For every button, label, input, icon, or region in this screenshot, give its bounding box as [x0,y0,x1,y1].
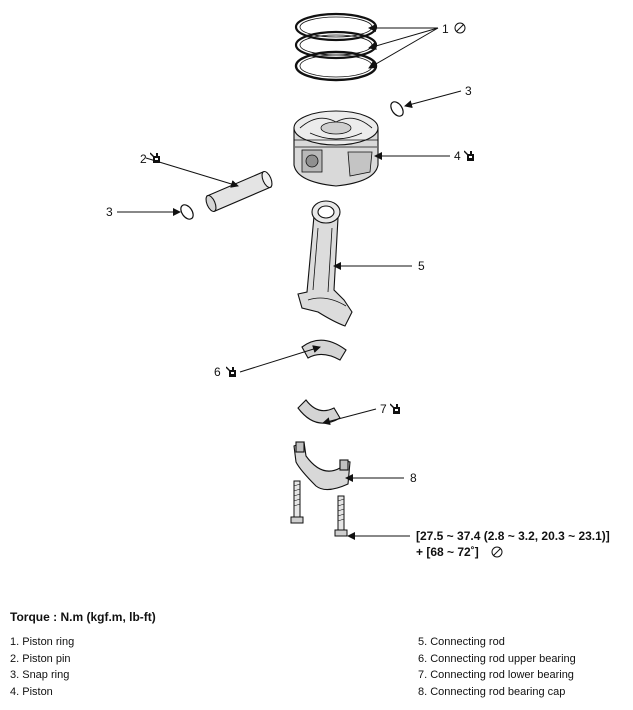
legend-item: 5. Connecting rod [418,636,505,648]
legend-item: 3. Snap ring [10,669,70,681]
piston-rings [294,12,378,82]
piston [293,110,379,187]
callout-6: 6 [214,365,221,379]
legend-item: 2. Piston pin [10,652,71,665]
callout-8: 8 [410,471,417,485]
oil-can-icon [226,366,237,378]
torque-spec-line2: + [68 ~ 72˚] [416,545,479,559]
legend-item: 1. Piston ring [10,636,75,648]
piston-pin [205,170,273,213]
callout-3-left: 3 [106,205,113,219]
upper-bearing [301,339,347,361]
bearing-cap-bolts [290,480,348,537]
callout-1: 1 [442,22,449,36]
bearing-cap [293,441,351,491]
torque-title: Torque : N.m (kgf.m, lb-ft) [10,610,156,624]
oil-can-icon [390,403,401,415]
callout-4: 4 [454,149,461,163]
legend-item: 4. Piston [10,685,53,698]
snap-ring-left [180,204,194,220]
no-reuse-icon [491,546,503,558]
connecting-rod [297,200,353,327]
no-reuse-icon [454,22,466,34]
legend-item: 8. Connecting rod bearing cap [418,685,566,698]
torque-spec-line1: [27.5 ~ 37.4 (2.8 ~ 3.2, 20.3 ~ 23.1)] [416,529,610,543]
legend-item: 7. Connecting rod lower bearing [418,669,574,681]
oil-can-icon [464,150,475,162]
snap-ring-right [390,101,404,117]
legend-right: 5. Connecting rod 6. Connecting rod uppe… [418,634,576,700]
oil-can-icon [150,152,161,164]
leader-lines [117,24,462,540]
callout-7: 7 [380,402,387,416]
exploded-diagram: 1 3 4 2 3 5 6 7 8 [27.5 ~ 37.4 (2.8 ~ 3.… [106,12,610,559]
legend-left: 1. Piston ring 2. Piston pin 3. Snap rin… [10,634,74,700]
callout-3-right: 3 [465,84,472,98]
callout-2: 2 [140,152,147,166]
callout-5: 5 [418,259,425,273]
legend-item: 6. Connecting rod upper bearing [418,652,576,665]
